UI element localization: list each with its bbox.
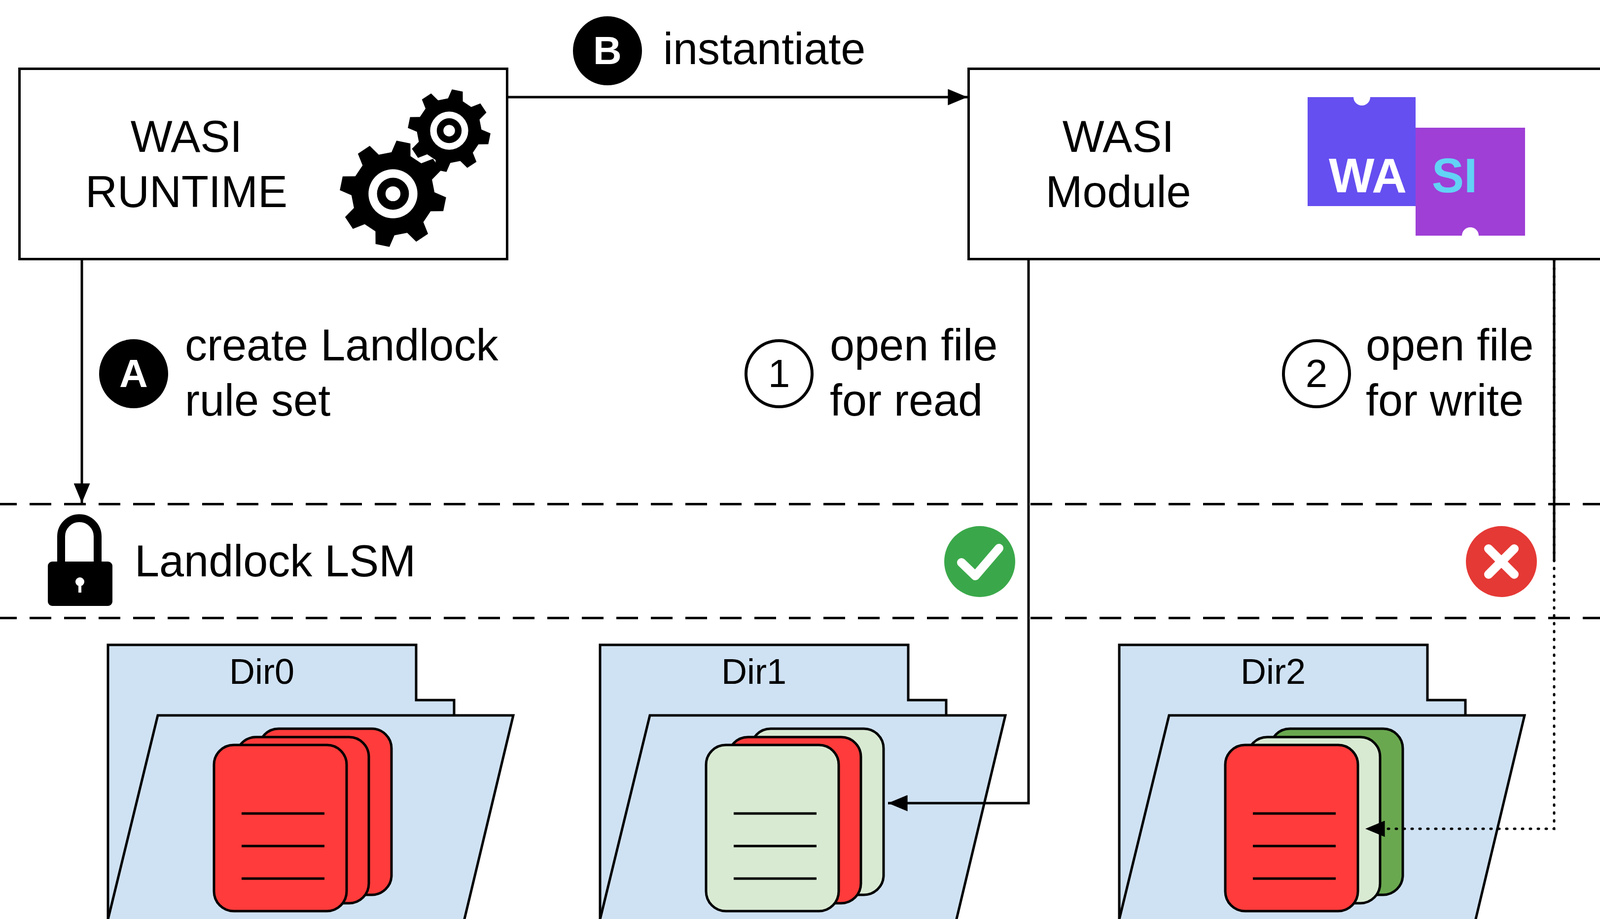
- gear-hole: [443, 124, 456, 137]
- folder-shape: [1119, 644, 1525, 919]
- connector: [80, 260, 84, 503]
- text-holder: Landlock LSM: [134, 534, 416, 588]
- gear-ring: [368, 169, 418, 218]
- gear: [407, 89, 491, 173]
- file-line: [733, 845, 817, 848]
- gear-hub: [377, 177, 410, 211]
- label-holder: open file for read: [829, 317, 1047, 428]
- label-holder: SI: [1431, 151, 1478, 200]
- callout-letter: A: [99, 339, 169, 409]
- file-line: [1252, 812, 1336, 816]
- folder-front: [102, 715, 514, 919]
- file-line: [733, 812, 817, 816]
- folder: Dir0: [107, 644, 514, 919]
- edge-label: instantiate: [663, 21, 866, 77]
- edge-label: open file for write: [1365, 317, 1583, 428]
- folder-front: [1113, 715, 1525, 919]
- text-holder: WASI Module: [1045, 108, 1191, 220]
- security-band: Landlock LSM: [0, 502, 1600, 620]
- logo-square: [1307, 97, 1416, 207]
- folder: Dir2: [1119, 644, 1525, 919]
- blocked-request-line: [1553, 260, 1556, 562]
- file-icon: [706, 745, 839, 912]
- cross-circle: [1465, 526, 1537, 598]
- text-holder: Dir2: [1240, 650, 1306, 693]
- wasi-logo: [1307, 88, 1526, 245]
- folder-label: Dir0: [229, 650, 295, 693]
- logo-notch: [1461, 227, 1479, 245]
- label-holder: create Landlock rule set: [184, 317, 531, 428]
- deny-icon: [1465, 526, 1537, 598]
- label-holder: A: [99, 339, 169, 409]
- folder: Dir1: [600, 644, 1006, 919]
- callout-number: 2: [1281, 339, 1352, 409]
- folder-label: Dir1: [721, 650, 787, 693]
- file-icon: [1225, 745, 1358, 912]
- cross-mark: [1488, 548, 1515, 575]
- connector: [508, 96, 968, 99]
- gear-hub: [436, 118, 462, 143]
- text-holder: Dir0: [229, 650, 295, 693]
- file-line: [1252, 877, 1336, 881]
- edge-label: open file for read: [829, 317, 1047, 428]
- label-holder: instantiate: [663, 21, 960, 77]
- logo-text: WA: [1328, 151, 1407, 200]
- folder-shape: [600, 644, 1006, 919]
- dashed-boundary: [0, 616, 1600, 620]
- label-holder: 1: [744, 339, 814, 409]
- runtime-box: WASI RUNTIME: [18, 67, 509, 261]
- module-box: WASI Module: [967, 67, 1600, 261]
- gear-hole: [385, 186, 401, 202]
- file-icon: [213, 745, 347, 912]
- file-line: [241, 845, 325, 848]
- text-holder: Dir1: [721, 650, 787, 693]
- lock-body: [47, 561, 113, 606]
- node-label: WASI Module: [1045, 108, 1191, 220]
- check-circle: [944, 526, 1016, 598]
- logo-text: SI: [1431, 151, 1478, 200]
- gear: [339, 140, 447, 248]
- lock-icon: [47, 518, 113, 606]
- folder-label: Dir2: [1240, 650, 1306, 693]
- dashed-boundary: [0, 502, 1600, 506]
- text-holder: WASI RUNTIME: [85, 108, 288, 220]
- label-holder: WA: [1328, 151, 1407, 200]
- lock-shackle: [61, 518, 98, 565]
- keyhole: [78, 582, 82, 593]
- gear-ring: [429, 111, 468, 150]
- callout-number: 1: [744, 339, 814, 409]
- file-line: [241, 812, 325, 816]
- label-holder: open file for write: [1365, 317, 1583, 428]
- check-mark: [961, 548, 999, 576]
- node-label: WASI RUNTIME: [85, 108, 288, 220]
- file-line: [241, 877, 325, 881]
- allow-icon: [944, 526, 1016, 598]
- logo-notch: [1353, 88, 1371, 106]
- label-holder: B: [572, 16, 642, 86]
- callout-letter: B: [572, 16, 642, 86]
- logo-square: [1415, 127, 1526, 236]
- label-holder: 2: [1281, 339, 1352, 409]
- folder-shape: [107, 644, 514, 919]
- edge-label: create Landlock rule set: [184, 317, 531, 428]
- gear-icon: [339, 89, 491, 248]
- node-label: Landlock LSM: [134, 534, 416, 588]
- file-line: [733, 877, 817, 881]
- file-line: [1252, 845, 1336, 848]
- folder-front: [594, 715, 1006, 919]
